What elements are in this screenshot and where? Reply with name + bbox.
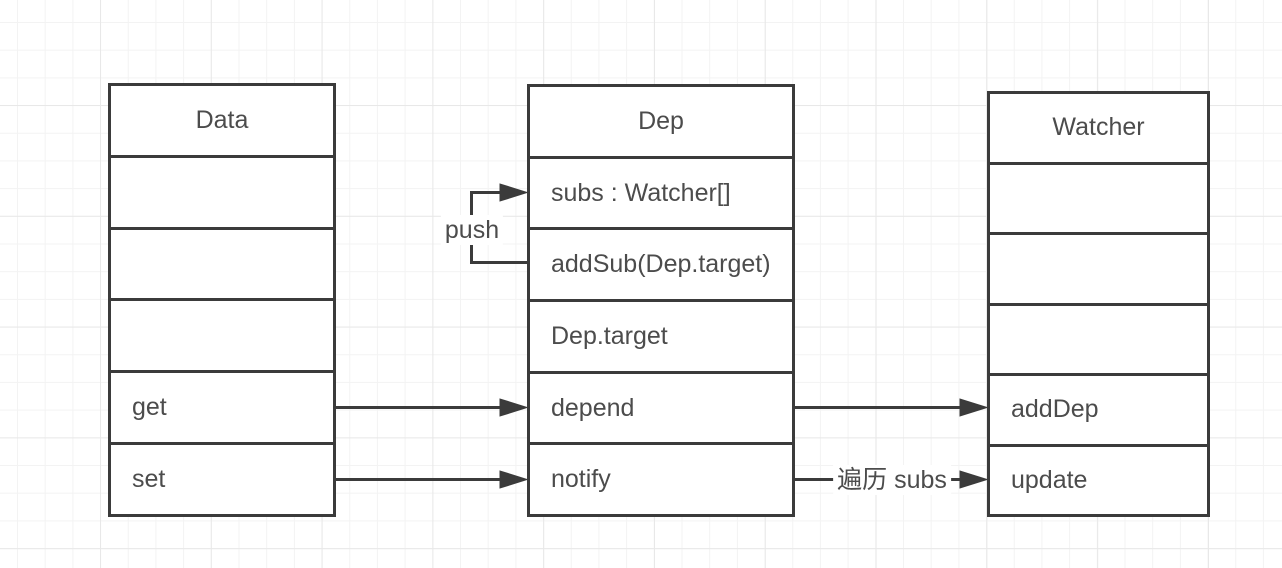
class-title-watcher: Watcher: [1052, 113, 1145, 142]
arrow-set-to-notify: [336, 470, 529, 489]
class-row-watcher-update: update: [990, 443, 1207, 515]
arrow-get-to-depend: [336, 398, 529, 417]
edge-label-traverse-subs: 遍历 subs: [833, 465, 951, 495]
class-box-data: Data get set: [108, 83, 336, 517]
class-row-data-2: [111, 226, 333, 299]
class-row-dep-depend: depend: [530, 370, 792, 443]
class-row-watcher-3: [990, 302, 1207, 374]
arrow-depend-to-adddep: [795, 398, 989, 417]
class-row-dep-target: Dep.target: [530, 299, 792, 371]
class-row-dep-addsub: addSub(Dep.target): [530, 227, 792, 299]
class-row-data-3: [111, 298, 333, 370]
class-box-watcher: Watcher addDep update: [987, 91, 1210, 517]
class-row-watcher-adddep: addDep: [990, 373, 1207, 444]
class-row-watcher-1: [990, 161, 1207, 233]
class-row-dep-notify: notify: [530, 442, 792, 514]
class-row-data-set: set: [111, 442, 333, 514]
class-row-data-get: get: [111, 370, 333, 442]
edge-label-push: push: [440, 215, 504, 245]
class-row-watcher-2: [990, 232, 1207, 303]
class-row-dep-subs: subs : Watcher[]: [530, 155, 792, 228]
class-row-data-1: [111, 154, 333, 227]
class-title-dep: Dep: [638, 106, 684, 135]
class-box-dep: Dep subs : Watcher[] addSub(Dep.target) …: [527, 84, 795, 517]
class-title-data: Data: [195, 105, 249, 134]
